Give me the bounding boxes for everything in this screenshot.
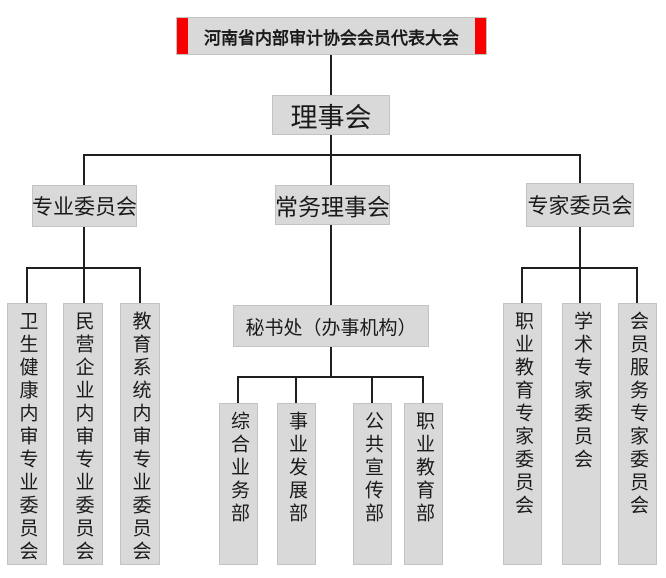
- connector-root-board: [330, 55, 332, 95]
- connector-drop-professional: [83, 154, 85, 186]
- department-label-2: 事业发展部: [286, 411, 307, 526]
- connector-left-drop-1: [26, 267, 28, 303]
- connector-mid-group-horizontal: [237, 376, 424, 378]
- connector-mid-drop-4: [422, 376, 424, 403]
- red-accent-bar-right: [475, 18, 486, 54]
- connector-drop-expert: [579, 154, 581, 184]
- connector-right-drop-1: [521, 267, 523, 303]
- department-node-3: 公共宣传部: [353, 403, 392, 565]
- professional-committee-label: 专业委员会: [32, 196, 137, 219]
- secretariat-label: 秘书处（办事机构）: [245, 317, 417, 339]
- expert-child-label-3: 会员服务专家委员会: [627, 311, 648, 518]
- connector-level2-horizontal: [83, 154, 581, 156]
- red-accent-bar-left: [177, 18, 188, 54]
- department-node-2: 事业发展部: [277, 403, 316, 565]
- connector-right-drop-3: [636, 267, 638, 303]
- secretariat-node: 秘书处（办事机构）: [233, 305, 429, 347]
- expert-committee-label: 专家委员会: [527, 195, 633, 218]
- expert-child-label-1: 职业教育专家委员会: [512, 311, 533, 518]
- root-node-label: 河南省内部审计协会会员代表大会: [204, 28, 459, 48]
- expert-child-label-2: 学术专家委员会: [571, 311, 592, 472]
- connector-mid-drop-2: [295, 376, 297, 403]
- professional-child-label-2: 民营企业内审专业委员会: [72, 311, 94, 564]
- expert-child-node-3: 会员服务专家委员会: [618, 303, 657, 565]
- connector-professional-down: [83, 227, 85, 269]
- department-label-1: 综合业务部: [228, 411, 249, 526]
- connector-board-down: [330, 135, 332, 185]
- connector-expert-down: [579, 227, 581, 269]
- expert-child-node-1: 职业教育专家委员会: [503, 303, 542, 565]
- root-node: 河南省内部审计协会会员代表大会: [176, 17, 487, 55]
- board-node: 理事会: [272, 95, 390, 135]
- connector-mid-drop-3: [371, 376, 373, 403]
- expert-committee-node: 专家委员会: [526, 183, 634, 227]
- department-label-4: 职业教育部: [413, 411, 434, 526]
- professional-child-node-1: 卫生健康内审专业委员会: [7, 303, 47, 565]
- connector-mid-drop-1: [237, 376, 239, 403]
- connector-left-drop-2: [83, 267, 85, 303]
- department-node-4: 职业教育部: [404, 403, 443, 565]
- professional-child-node-2: 民营企业内审专业委员会: [63, 303, 103, 565]
- standing-council-node: 常务理事会: [275, 185, 390, 225]
- professional-child-label-1: 卫生健康内审专业委员会: [16, 311, 38, 564]
- department-label-3: 公共宣传部: [362, 411, 383, 526]
- professional-child-node-3: 教育系统内审专业委员会: [120, 303, 160, 565]
- expert-child-node-2: 学术专家委员会: [562, 303, 601, 565]
- connector-standing-secretariat: [330, 225, 332, 305]
- department-node-1: 综合业务部: [219, 403, 258, 565]
- connector-right-drop-2: [579, 267, 581, 303]
- board-node-label: 理事会: [290, 102, 372, 133]
- connector-secretariat-down: [330, 347, 332, 377]
- standing-council-label: 常务理事会: [275, 194, 390, 220]
- professional-child-label-3: 教育系统内审专业委员会: [129, 311, 151, 564]
- connector-left-drop-3: [139, 267, 141, 303]
- professional-committee-node: 专业委员会: [32, 185, 137, 227]
